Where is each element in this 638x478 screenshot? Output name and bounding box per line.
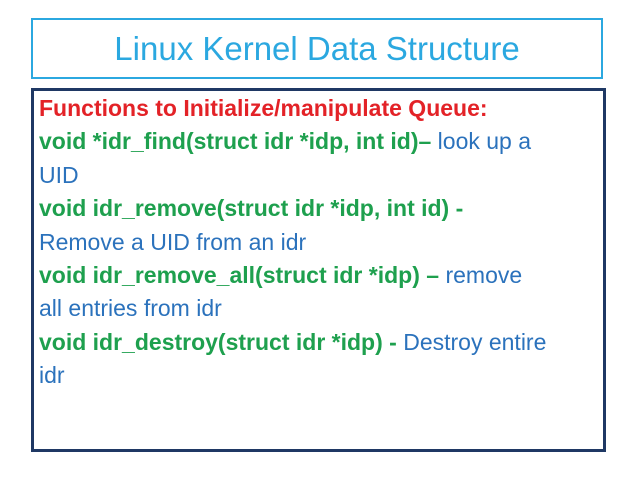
text-segment-blue: look up a [431,128,532,155]
text-line: idr [39,359,603,392]
text-line: all entries from idr [39,292,603,325]
text-line: void idr_destroy(struct idr *idp) - Dest… [39,326,603,359]
text-segment-blue: remove [439,262,523,289]
text-segment-red: Functions to Initialize/manipulate Queue… [39,95,488,121]
text-segment-green: void *idr_find(struct idr *idp, int id)– [39,128,432,155]
text-line: void idr_remove_all(struct idr *idp) – r… [39,259,603,292]
slide-title-box: Linux Kernel Data Structure [31,18,603,79]
body-text: Functions to Initialize/manipulate Queue… [39,92,603,393]
text-segment-blue: Remove a UID from an idr [39,228,307,255]
text-line: UID [39,159,603,192]
text-segment-blue: Destroy entire [396,328,547,355]
slide-body-box: Functions to Initialize/manipulate Queue… [31,88,606,452]
text-line: void *idr_find(struct idr *idp, int id)–… [39,125,603,158]
text-line: Remove a UID from an idr [39,226,603,259]
text-segment-green: void idr_remove_all(struct idr *idp) – [39,262,440,289]
text-segment-blue: all entries from idr [39,295,222,322]
text-segment-blue: UID [39,161,79,188]
text-line: void idr_remove(struct idr *idp, int id)… [39,192,603,225]
text-segment-green: void idr_destroy(struct idr *idp) - [39,328,397,355]
page-title: Linux Kernel Data Structure [114,29,520,67]
text-segment-blue: idr [39,362,65,389]
text-segment-green: void idr_remove(struct idr *idp, int id)… [39,195,464,222]
text-line: Functions to Initialize/manipulate Queue… [39,92,603,125]
